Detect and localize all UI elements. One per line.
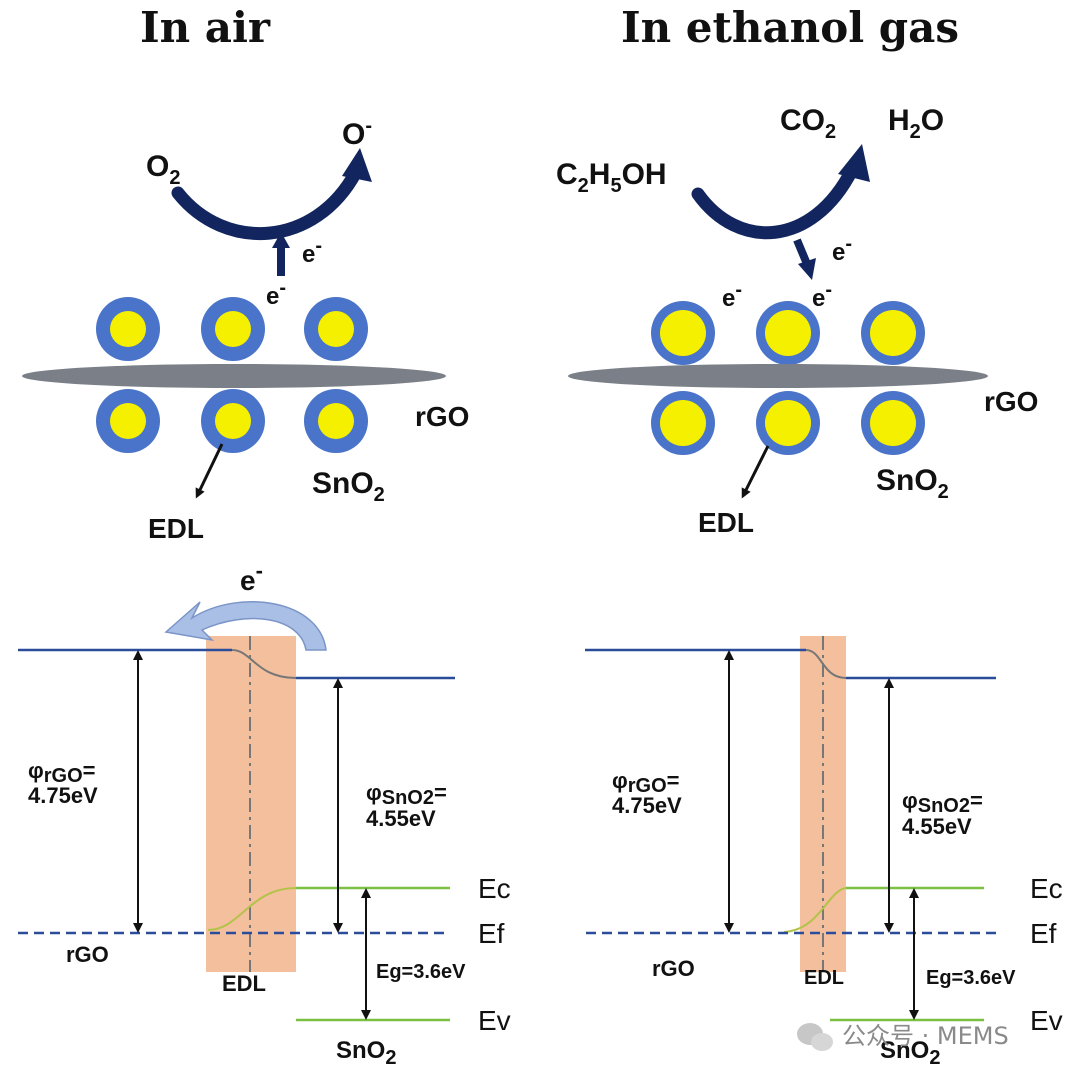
air-rgo-sheet [22, 364, 446, 388]
ethanol-phi-rgo-value: 4.75eV [612, 793, 682, 818]
ethanol-ef-label: Ef [1030, 918, 1057, 949]
air-curved-arrow-head [342, 148, 372, 182]
air-sno2-core [318, 403, 354, 439]
air-edl-band-label: EDL [222, 971, 266, 996]
air-electron-label-1: e- [302, 235, 322, 268]
o-minus-product-label: O- [342, 115, 372, 151]
air-phi-sno2-value: 4.55eV [366, 806, 436, 831]
wechat-icon [797, 1023, 833, 1051]
h2o-product-label: H2O [888, 104, 944, 143]
ethanol-sno2-core [870, 310, 916, 356]
watermark-text: 公众号 · MEMS [842, 1022, 1009, 1050]
ethanol-ev-label: Ev [1030, 1005, 1063, 1036]
ethanol-sno2-core [765, 400, 811, 446]
air-nanostructure: rGO SnO2 EDL [22, 297, 469, 544]
air-electron-transfer-label: e- [240, 558, 263, 596]
ethanol-curved-arrow [691, 163, 859, 240]
ethanol-sno2-core [660, 310, 706, 356]
air-ef-label: Ef [478, 918, 505, 949]
ethanol-ec-label: Ec [1030, 873, 1063, 904]
ethanol-sno2-core [870, 400, 916, 446]
ethanol-sno2-band-label: SnO2 [880, 1037, 940, 1069]
ethanol-edl-pointer-arrow [741, 445, 770, 499]
ethanol-phi-sno2-label: φSnO2= [902, 788, 983, 817]
air-edl-pointer-arrow [195, 443, 224, 499]
title-in-air: In air [140, 3, 271, 52]
air-band-diagram: e- φrGO= 4.75eV φSnO2= 4.55eV Eg=3.6eV r… [18, 558, 511, 1069]
ethanol-electron-label-1: e- [832, 233, 852, 266]
ethanol-ec-bend [783, 887, 847, 933]
air-sno2-core [318, 311, 354, 347]
ethanol-sno2-label: SnO2 [876, 464, 949, 503]
ethanol-eg-label: Eg=3.6eV [926, 967, 1016, 989]
o2-reactant-label: O2 [146, 150, 180, 189]
ethanol-edl-band-label: EDL [804, 967, 844, 989]
air-band-bend-top [231, 649, 297, 679]
ethanol-reaction: C2H5OH CO2 H2O e- e- e- [556, 104, 944, 312]
ethanol-rgo-band-label: rGO [652, 956, 695, 981]
ethanol-sno2-core [660, 400, 706, 446]
air-rgo-band-label: rGO [66, 942, 109, 967]
ethanol-phi-rgo-label: φrGO= [612, 768, 680, 797]
ethanol-band-diagram: φrGO= 4.75eV φSnO2= 4.55eV Eg=3.6eV rGO … [585, 636, 1063, 1069]
watermark: 公众号 · MEMS [797, 1022, 1009, 1051]
c2h5oh-reactant-label: C2H5OH [556, 158, 667, 197]
air-sno2-core [215, 403, 251, 439]
ethanol-edl-label: EDL [698, 507, 754, 538]
air-sno2-core [215, 311, 251, 347]
ethanol-electron-down-arrow-head [798, 258, 816, 280]
air-phi-sno2-label: φSnO2= [366, 780, 447, 809]
air-phi-rgo-label: φrGO= [28, 758, 96, 787]
air-ev-label: Ev [478, 1005, 511, 1036]
co2-product-label: CO2 [780, 104, 836, 143]
air-electron-transfer-arrow [164, 600, 327, 651]
air-sno2-label: SnO2 [312, 467, 385, 506]
air-sno2-core [110, 403, 146, 439]
ethanol-electron-down-arrow [793, 238, 811, 266]
air-electron-label-2: e- [266, 277, 286, 310]
ethanol-sno2-core [765, 310, 811, 356]
air-reaction: O2 O- e- e- [146, 115, 372, 310]
ethanol-electron-label-3: e- [812, 279, 832, 312]
ethanol-curved-arrow-head [838, 144, 870, 182]
ethanol-phi-sno2-value: 4.55eV [902, 814, 972, 839]
air-edl-label: EDL [148, 513, 204, 544]
ethanol-nanostructure: rGO SnO2 EDL [568, 301, 1038, 538]
title-in-ethanol-gas: In ethanol gas [621, 3, 959, 52]
ethanol-band-bend-top [805, 649, 847, 679]
air-sno2-band-label: SnO2 [336, 1037, 396, 1069]
air-eg-label: Eg=3.6eV [376, 961, 466, 983]
ethanol-rgo-sheet [568, 364, 988, 388]
air-phi-rgo-value: 4.75eV [28, 783, 98, 808]
air-curved-arrow [171, 165, 363, 241]
ethanol-electron-label-2: e- [722, 279, 742, 312]
air-electron-up-arrow-head [272, 232, 290, 248]
air-sno2-core [110, 311, 146, 347]
air-rgo-label: rGO [415, 401, 469, 432]
air-ec-bend [207, 887, 297, 931]
air-ec-label: Ec [478, 873, 511, 904]
ethanol-rgo-label: rGO [984, 386, 1038, 417]
